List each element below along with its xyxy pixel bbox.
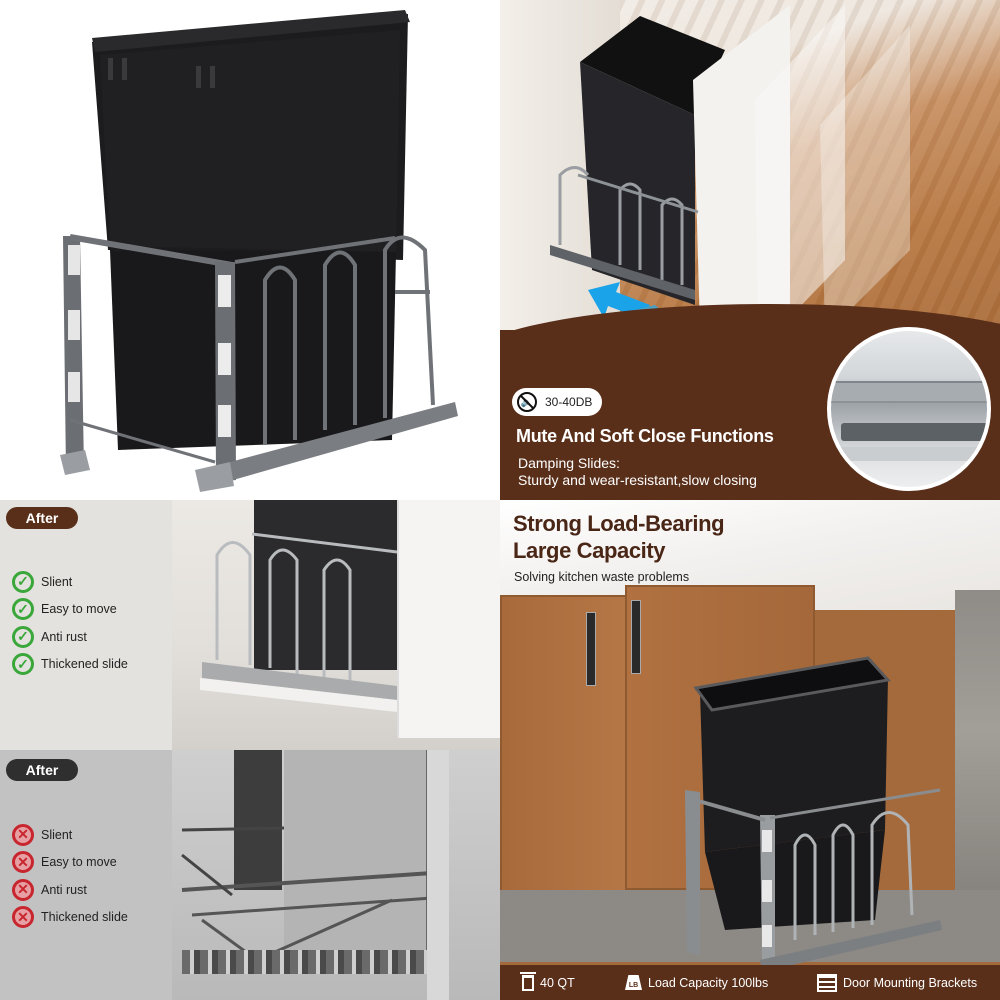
new-slide-photo — [172, 500, 500, 750]
brackets-feature: Door Mounting Brackets — [817, 973, 977, 992]
list-item: ✕Thickened slide — [12, 904, 128, 932]
check-icon: ✓ — [12, 598, 34, 621]
load-bearing-subtitle: Solving kitchen waste problems — [514, 570, 690, 584]
load-bearing-title-2: Large Capacity — [513, 538, 666, 563]
rusty-slide-photo — [172, 750, 500, 1000]
feature-list-column: After ✕Slient ✕Easy to move ✕Anti rust ✕… — [0, 750, 172, 1000]
feature-list-column: After ✓Slient ✓Easy to move ✓Anti rust ✓… — [0, 500, 172, 750]
x-icon: ✕ — [12, 878, 34, 901]
list-item: ✕Slient — [12, 821, 128, 849]
list-item: ✓Slient — [12, 568, 128, 596]
list-item: ✓Anti rust — [12, 623, 128, 651]
after-bad-comparison-panel: After ✕Slient ✕Easy to move ✕Anti rust ✕… — [0, 750, 500, 1000]
trash-icon — [520, 971, 536, 991]
bracket-icon — [817, 973, 837, 992]
check-icon: ✓ — [12, 653, 34, 676]
drawer-closing-illustration — [550, 5, 910, 360]
list-item: ✓Thickened slide — [12, 651, 128, 679]
after-good-comparison-panel: After ✓Slient ✓Easy to move ✓Anti rust ✓… — [0, 500, 500, 750]
soft-close-subtitle-2: Sturdy and wear-resistant,slow closing — [518, 472, 757, 488]
load-bearing-title-1: Strong Load-Bearing — [513, 511, 725, 536]
list-item: ✕Anti rust — [12, 876, 128, 904]
check-icon: ✓ — [12, 625, 34, 648]
noise-level-label: 30-40DB — [545, 395, 593, 409]
load-bearing-panel: Strong Load-Bearing Large Capacity Solvi… — [500, 500, 1000, 1000]
product-view-panel — [0, 0, 500, 500]
x-icon: ✕ — [12, 851, 34, 874]
weight-icon: LB — [625, 975, 642, 990]
cabinet-handle — [586, 612, 596, 686]
soft-close-title: Mute And Soft Close Functions — [516, 426, 774, 446]
cabinet-handle — [631, 600, 641, 674]
bad-feature-list: ✕Slient ✕Easy to move ✕Anti rust ✕Thicke… — [12, 821, 128, 931]
load-capacity-feature: LB Load Capacity 100lbs — [625, 975, 768, 990]
soft-close-panel: 🔈 30-40DB Mute And Soft Close Functions … — [500, 0, 1000, 500]
check-icon: ✓ — [12, 570, 34, 593]
list-item: ✕Easy to move — [12, 849, 128, 877]
capacity-feature: 40 QT — [520, 971, 575, 991]
trash-can-product-illustration — [60, 10, 458, 492]
stainless-appliance — [955, 590, 1000, 940]
cabinet-door-left — [500, 595, 628, 895]
feature-bar: 40 QT LB Load Capacity 100lbs Door Mount… — [500, 965, 1000, 1000]
x-icon: ✕ — [12, 906, 34, 929]
soft-close-subtitle-1: Damping Slides: — [518, 455, 620, 471]
slide-closeup-inset — [827, 327, 991, 491]
good-feature-list: ✓Slient ✓Easy to move ✓Anti rust ✓Thicke… — [12, 568, 128, 678]
noise-level-badge: 🔈 30-40DB — [512, 388, 603, 416]
after-pill: After — [6, 759, 78, 781]
x-icon: ✕ — [12, 823, 34, 846]
mute-icon: 🔈 — [517, 392, 537, 412]
pull-out-trash-can-installed — [685, 656, 942, 970]
list-item: ✓Easy to move — [12, 596, 128, 624]
after-pill: After — [6, 507, 78, 529]
